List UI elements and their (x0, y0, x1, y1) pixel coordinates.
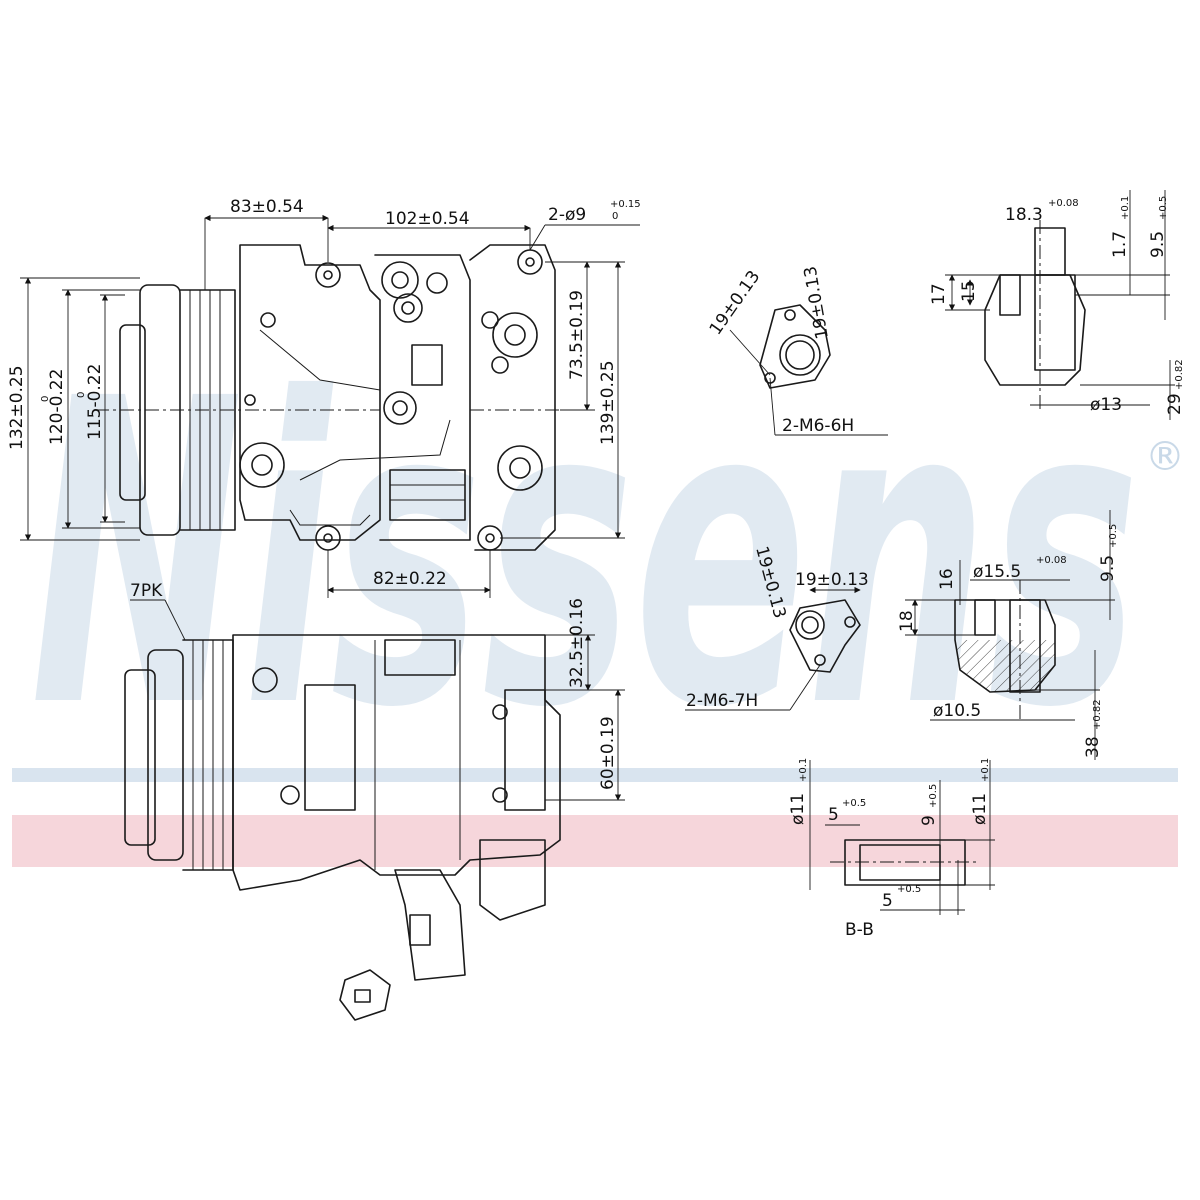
watermark-brand: Nissens (30, 311, 1140, 800)
dim-15: 15 (959, 280, 979, 302)
section-upper: 18.3 +0.08 1.7 +0.1 9.5 +0.5 17 15 ø13 2… (929, 190, 1185, 420)
dim-bb-11-left: ø11 (788, 793, 808, 825)
dim-17: 17 (929, 283, 949, 305)
svg-text:+0.1: +0.1 (798, 758, 809, 782)
dim-139: 139±0.25 (598, 360, 618, 445)
svg-text:0: 0 (76, 392, 87, 398)
registered-mark: ® (1145, 434, 1185, 480)
compressor-housing (239, 244, 381, 541)
dim-18-3: 18.3 (1005, 205, 1043, 225)
connector-detail (339, 969, 391, 1021)
svg-text:0: 0 (612, 211, 618, 222)
side-housing (232, 634, 561, 891)
dim-83: 83±0.54 (230, 197, 304, 217)
section-bb: ø11 +0.1 5 +0.5 9 +0.5 ø11 +0.1 5 +0.5 B… (788, 758, 995, 940)
dim-18: 18 (897, 610, 917, 632)
dim-1-7: 1.7 (1110, 231, 1130, 258)
dim-115: 115-0.22 (85, 364, 105, 440)
svg-text:+0.08: +0.08 (1048, 198, 1079, 209)
dim-9-5-lower: 9.5 (1098, 555, 1118, 582)
dim-82: 82±0.22 (373, 569, 447, 589)
svg-text:+0.82: +0.82 (1174, 359, 1185, 390)
dim-bolt-holes: 2-ø9 (548, 205, 586, 225)
svg-text:+0.15: +0.15 (610, 199, 641, 210)
dim-bb-5-top: 5 (828, 805, 839, 825)
dim-bb-9: 9 (919, 815, 939, 826)
section-bb-label: B-B (845, 920, 874, 940)
dim-16: 16 (937, 568, 957, 590)
dim-port2-19: 19±0.13 (795, 570, 869, 590)
svg-text:+0.1: +0.1 (1120, 196, 1131, 220)
watermark-red-band (12, 815, 1178, 867)
thread-m6-7h: 2-M6-7H (686, 691, 758, 711)
svg-text:0: 0 (40, 396, 51, 402)
front-view: 83±0.54 102±0.54 2-ø9 +0.15 0 132±0.25 1… (7, 197, 641, 598)
section-lower: 16 ø15.5 +0.08 9.5 +0.5 18 ø10.5 38 +0.8… (897, 510, 1119, 760)
dim-38: 38 (1083, 736, 1103, 758)
svg-text:+0.5: +0.5 (897, 884, 921, 895)
dim-132: 132±0.25 (7, 365, 27, 450)
dim-15-5: ø15.5 (973, 562, 1021, 582)
dim-29: 29 (1165, 393, 1185, 415)
side-view: 7PK 32.5±0.16 60±0.19 (124, 581, 625, 1021)
thread-m6-6h: 2-M6-6H (782, 416, 854, 436)
svg-text:+0.5: +0.5 (842, 798, 866, 809)
dim-60: 60±0.19 (598, 716, 618, 790)
svg-text:+0.5: +0.5 (1108, 524, 1119, 548)
dim-13: ø13 (1090, 395, 1122, 415)
dim-32-5: 32.5±0.16 (567, 598, 587, 688)
svg-text:+0.82: +0.82 (1092, 699, 1103, 730)
watermark-blue-band (12, 768, 1178, 782)
dim-bb-5-bottom: 5 (882, 891, 893, 911)
dim-10-5: ø10.5 (933, 701, 981, 721)
dim-bb-11-right: ø11 (970, 793, 990, 825)
svg-text:+0.1: +0.1 (980, 758, 991, 782)
dim-102: 102±0.54 (385, 209, 470, 229)
belt-label: 7PK (130, 581, 163, 601)
dim-73-5: 73.5±0.19 (567, 290, 587, 380)
svg-text:+0.08: +0.08 (1036, 555, 1067, 566)
dim-120: 120-0.22 (47, 369, 67, 445)
svg-text:+0.5: +0.5 (928, 784, 939, 808)
dim-9-5-upper: 9.5 (1148, 231, 1168, 258)
svg-text:+0.5: +0.5 (1158, 196, 1169, 220)
